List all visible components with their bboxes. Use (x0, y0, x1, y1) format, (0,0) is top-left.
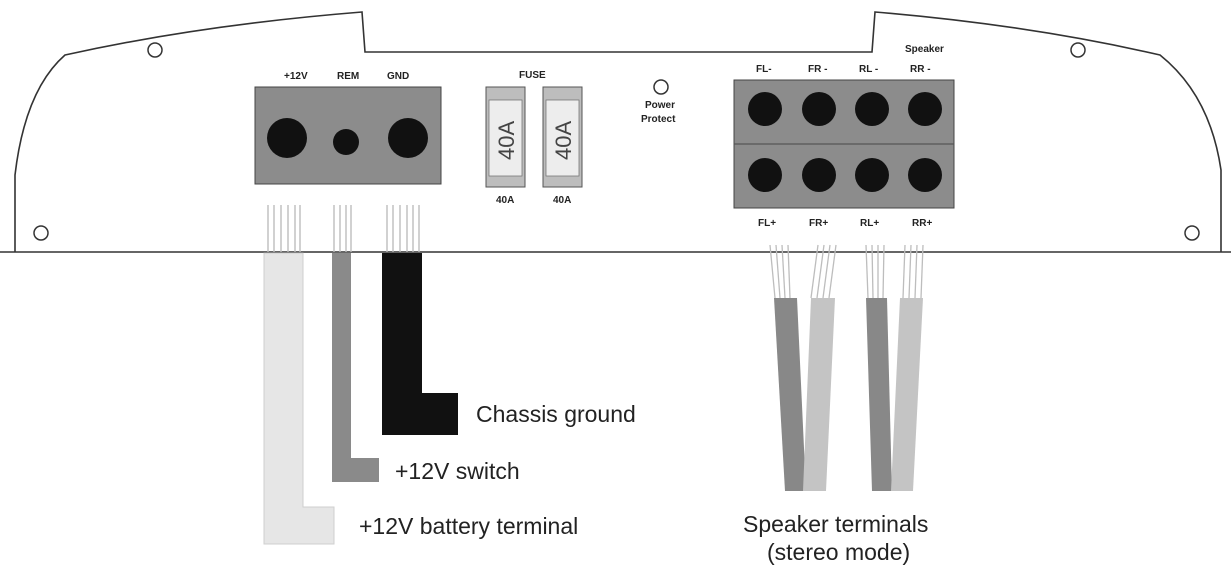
mounting-hole (33, 225, 49, 241)
label-power: Power (645, 100, 675, 111)
speaker-wire-strands (769, 244, 924, 299)
label-rem: REM (337, 71, 359, 82)
label-battery-12v: +12V battery terminal (359, 513, 578, 539)
mounting-hole (1184, 225, 1200, 241)
label-rl-minus: RL - (859, 64, 878, 75)
label-fuse: FUSE (519, 70, 546, 81)
label-fr-minus: FR - (808, 64, 827, 75)
speaker-hole-rr-minus (908, 92, 942, 126)
label-fr-plus: FR+ (809, 218, 828, 229)
label-gnd: GND (387, 71, 409, 82)
label-plus-12v: +12V (284, 71, 308, 82)
terminal-hole-gnd (388, 118, 428, 158)
power-protect-led (653, 79, 669, 95)
label-switch-12v: +12V switch (395, 458, 520, 484)
label-stereo-mode: (stereo mode) (767, 539, 910, 565)
speaker-hole-fr-plus (802, 158, 836, 192)
speaker-hole-fl-plus (748, 158, 782, 192)
label-fuse-right: 40A (553, 195, 571, 206)
label-fl-plus: FL+ (758, 218, 776, 229)
speaker-hole-fl-minus (748, 92, 782, 126)
speaker-hole-fr-minus (802, 92, 836, 126)
speaker-wire-fr (803, 298, 835, 491)
speaker-wire-fl (774, 298, 806, 491)
mounting-hole (1070, 42, 1086, 58)
terminal-hole-12v (267, 118, 307, 158)
label-fl-minus: FL- (756, 64, 772, 75)
fuse-right-rating: 40A (551, 121, 576, 160)
wire-switch-12v (332, 253, 379, 482)
label-rr-minus: RR - (910, 64, 931, 75)
power-wire-strands (267, 205, 420, 252)
fuse-left-rating: 40A (494, 121, 519, 160)
speaker-hole-rl-plus (855, 158, 889, 192)
label-speaker-terminals: Speaker terminals (743, 511, 928, 537)
label-chassis-ground: Chassis ground (476, 401, 636, 427)
terminal-hole-rem (333, 129, 359, 155)
label-rl-plus: RL+ (860, 218, 879, 229)
wire-battery-12v (263, 252, 335, 545)
label-fuse-left: 40A (496, 195, 514, 206)
mounting-hole (147, 42, 163, 58)
fuse-right-window (545, 99, 580, 177)
label-protect: Protect (641, 114, 676, 125)
label-rr-plus: RR+ (912, 218, 932, 229)
fuse-left-window (488, 99, 523, 177)
speaker-wire-rr (891, 298, 923, 491)
label-speaker: Speaker (905, 44, 944, 55)
wire-chassis-ground (382, 253, 458, 435)
speaker-hole-rr-plus (908, 158, 942, 192)
speaker-wire-rl (866, 298, 892, 491)
amplifier-body (14, 11, 1222, 252)
speaker-hole-rl-minus (855, 92, 889, 126)
